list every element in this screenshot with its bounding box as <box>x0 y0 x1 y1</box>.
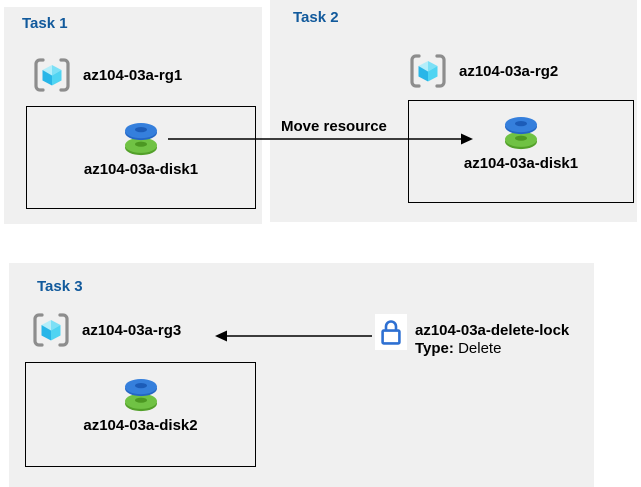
task2-rg-label: az104-03a-rg2 <box>459 62 559 80</box>
task3-title: Task 3 <box>37 278 83 295</box>
task3-resource-box: az104-03a-disk2 <box>25 362 256 467</box>
delete-lock-text: az104-03a-delete-lock Type: Delete <box>415 322 569 358</box>
lock-icon <box>381 320 401 345</box>
task3-panel: Task 3 az104-03a-rg3 az104-03a-disk <box>9 263 594 487</box>
task3-resource-group: az104-03a-rg3 <box>31 312 181 348</box>
task1-resource-box: az104-03a-disk1 <box>26 106 256 209</box>
resource-group-icon <box>33 313 69 347</box>
delete-lock-name: az104-03a-delete-lock <box>415 322 570 339</box>
lock-type-value: Delete <box>458 340 502 357</box>
resource-group-icon <box>410 54 446 88</box>
task1-resource-group: az104-03a-rg1 <box>32 57 182 93</box>
lock-type-label: Type: <box>415 340 454 357</box>
resource-group-icon <box>34 58 70 92</box>
task1-rg-label: az104-03a-rg1 <box>83 66 183 84</box>
move-resource-label: Move resource <box>281 118 387 135</box>
task1-title: Task 1 <box>22 15 68 32</box>
delete-lock-type: Type: Delete <box>415 340 569 358</box>
disk-icon <box>124 379 157 412</box>
task3-resource-label: az104-03a-disk2 <box>83 417 198 434</box>
task3-rg-label: az104-03a-rg3 <box>82 321 182 339</box>
task2-title: Task 2 <box>293 9 339 26</box>
disk-icon <box>505 117 537 150</box>
task2-resource-box: az104-03a-disk1 <box>408 100 634 203</box>
task1-panel: Task 1 az104-03a-rg1 az104-03a-disk <box>4 7 262 224</box>
delete-lock-badge <box>375 314 407 350</box>
task2-resource-label: az104-03a-disk1 <box>463 155 579 172</box>
task1-resource-label: az104-03a-disk1 <box>83 161 199 178</box>
disk-icon <box>125 123 157 156</box>
task2-panel: Task 2 az104-03a-rg2 az104-03a-disk <box>270 0 637 222</box>
task2-resource-group: az104-03a-rg2 <box>408 53 558 89</box>
